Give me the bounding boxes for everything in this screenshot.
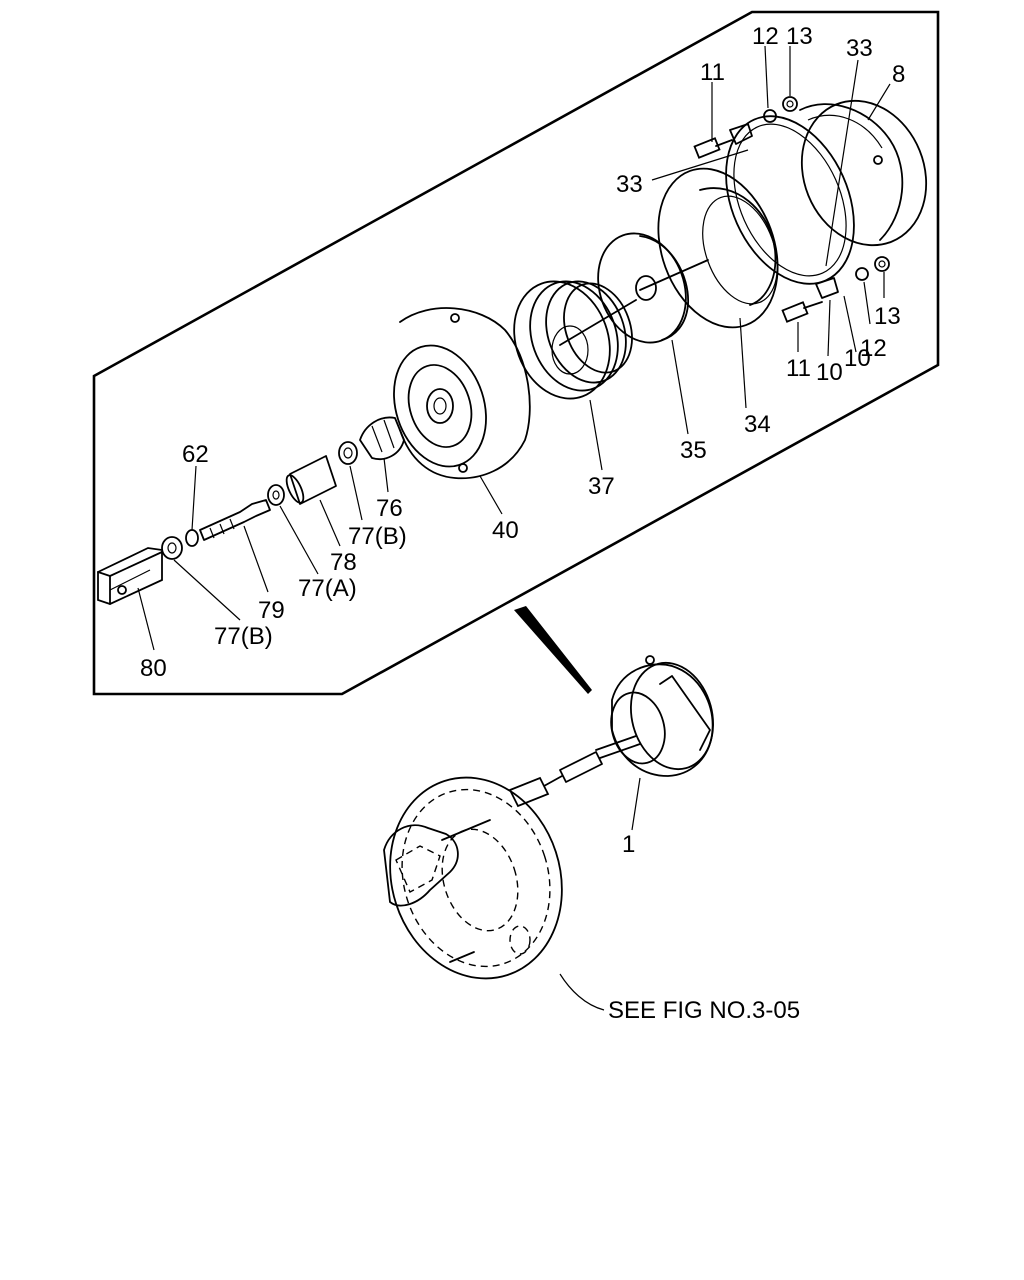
part-13-washer-upper — [782, 96, 798, 112]
part-79-push-rod — [199, 499, 271, 541]
callout-33-left: 33 — [616, 171, 643, 198]
callout-76: 76 — [376, 495, 403, 522]
callout-10-left: 10 — [816, 359, 843, 386]
leader-lines — [137, 45, 891, 831]
callout-80: 80 — [140, 655, 167, 682]
reference-leader — [559, 973, 605, 1011]
part-12-nut-lower — [855, 267, 869, 281]
callout-11-upper: 11 — [700, 59, 725, 86]
part-80-clevis — [97, 547, 163, 605]
callout-1: 1 — [622, 831, 635, 858]
callout-77b-lower: 77(B) — [214, 623, 273, 650]
part-62-washer — [185, 529, 199, 547]
callout-77b-upper: 77(B) — [348, 523, 407, 550]
callout-78: 78 — [330, 549, 357, 576]
explosion-pointer-arrow — [514, 606, 592, 694]
part-11-bolt-lower — [781, 301, 823, 323]
part-34-diaphragm — [657, 167, 779, 329]
part-37-spring — [513, 280, 637, 400]
part-8-end-cover — [799, 99, 928, 247]
part-12-nut-upper — [763, 109, 777, 123]
callout-40: 40 — [492, 517, 519, 544]
callout-79: 79 — [258, 597, 285, 624]
callout-13-upper: 13 — [786, 23, 813, 50]
exploded-view-panel — [92, 10, 940, 696]
callout-77a: 77(A) — [298, 575, 357, 602]
callout-8: 8 — [892, 61, 905, 88]
part-1-brake-chamber-assembly — [508, 655, 714, 808]
part-35-push-plate — [597, 232, 709, 344]
callout-62: 62 — [182, 441, 209, 468]
callout-11-lower: 11 — [786, 355, 811, 382]
part-40-housing — [393, 307, 531, 480]
part-13-washer-lower — [874, 256, 890, 272]
callout-labels: 8 13 12 11 33 33 13 12 10 10 11 34 35 37… — [140, 23, 905, 1024]
callout-33-right: 33 — [846, 35, 873, 62]
part-77a-washer — [267, 484, 285, 506]
callout-10-right: 10 — [844, 345, 871, 372]
callout-12-lower: 12 — [860, 335, 887, 362]
callout-35: 35 — [680, 437, 707, 464]
part-77b-nut-lower — [161, 536, 183, 560]
part-11-bolt-upper — [693, 137, 733, 159]
callout-13-lower: 13 — [874, 303, 901, 330]
brake-backing-plate — [383, 776, 563, 980]
callout-12-upper: 12 — [752, 23, 779, 50]
part-76-boot — [359, 416, 405, 460]
part-33-clamp-band — [725, 115, 855, 299]
callout-37: 37 — [588, 473, 615, 500]
part-78-spacer — [285, 455, 337, 505]
see-fig-reference: SEE FIG NO.3-05 — [608, 997, 800, 1024]
callout-34: 34 — [744, 411, 771, 438]
part-77b-washer-upper — [338, 441, 358, 465]
